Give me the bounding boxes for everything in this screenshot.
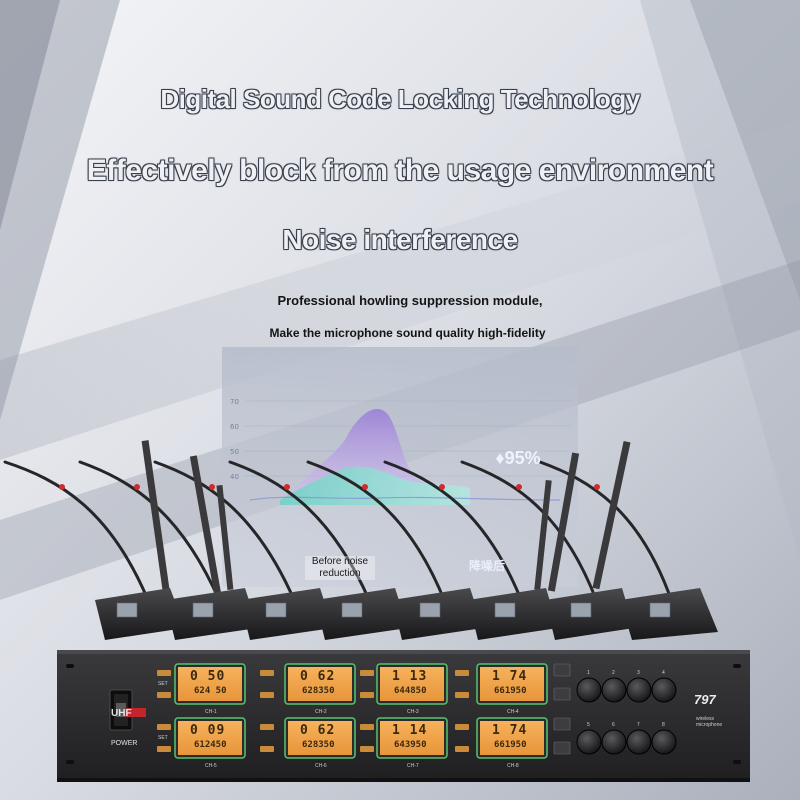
channel-label: CH-7 <box>407 763 419 769</box>
headline-line-2: Effectively block from the usage environ… <box>86 154 714 187</box>
svg-text:60: 60 <box>230 423 239 431</box>
set-label: SET <box>158 681 168 687</box>
after-noise-reduction-label: 降噪后 <box>468 559 505 573</box>
subtext-line-1: Professional howling suppression module, <box>277 293 543 308</box>
lcd-ch7-top: 1 14 <box>392 723 428 738</box>
subtext-line-2: Make the microphone sound quality high-f… <box>269 326 546 340</box>
lcd-ch4-bottom: 661950 <box>494 686 527 696</box>
channel-label: CH-3 <box>407 709 419 715</box>
knob-number: 7 <box>637 722 640 728</box>
svg-text:50: 50 <box>230 448 239 456</box>
svg-text:40: 40 <box>230 473 239 481</box>
lcd-ch6-top: 0 62 <box>300 723 336 738</box>
lcd-ch5-top: 0 09 <box>190 723 226 738</box>
headline-line-1: Digital Sound Code Locking Technology <box>160 84 640 114</box>
knob-number: 6 <box>612 722 615 728</box>
channel-label: CH-1 <box>205 709 217 715</box>
brand-sub-microphone: microphone <box>696 722 723 728</box>
brand-logo: 797 <box>694 692 716 707</box>
lcd-ch1-bottom: 624 50 <box>194 686 227 696</box>
lcd-ch2-bottom: 628350 <box>302 686 335 696</box>
lcd-ch1-top: 0 50 <box>190 669 226 684</box>
knob-number: 4 <box>662 670 665 676</box>
channel-label: CH-2 <box>315 709 327 715</box>
lcd-ch5-bottom: 612450 <box>194 740 227 750</box>
channel-label: CH-4 <box>507 709 519 715</box>
brand-sub-wireless: wireless <box>696 716 715 722</box>
lcd-ch2-top: 0 62 <box>300 669 336 684</box>
channel-label: CH-5 <box>205 763 217 769</box>
lcd-ch6-bottom: 628350 <box>302 740 335 750</box>
lcd-ch3-bottom: 644850 <box>394 686 427 696</box>
lcd-ch7-bottom: 643950 <box>394 740 427 750</box>
knob-number: 3 <box>637 670 640 676</box>
knob-number: 2 <box>612 670 615 676</box>
knob-number: 8 <box>662 722 665 728</box>
channel-label: CH-6 <box>315 763 327 769</box>
lcd-ch8-bottom: 661950 <box>494 740 527 750</box>
knob-number: 1 <box>587 670 590 676</box>
svg-text:70: 70 <box>230 398 239 406</box>
channel-label: CH-8 <box>507 763 519 769</box>
lcd-ch4-top: 1 74 <box>492 669 528 684</box>
lcd-ch3-top: 1 13 <box>392 669 428 684</box>
before-noise-reduction-label: Before noise reduction <box>305 556 375 580</box>
power-label: POWER <box>111 740 138 747</box>
reduction-percent-label: ♦95% <box>495 448 541 468</box>
uhf-badge: UHF <box>111 708 132 719</box>
headline-line-3: Noise interference <box>282 224 518 255</box>
lcd-ch8-top: 1 74 <box>492 723 528 738</box>
set-label: SET <box>158 735 168 741</box>
knob-number: 5 <box>587 722 590 728</box>
